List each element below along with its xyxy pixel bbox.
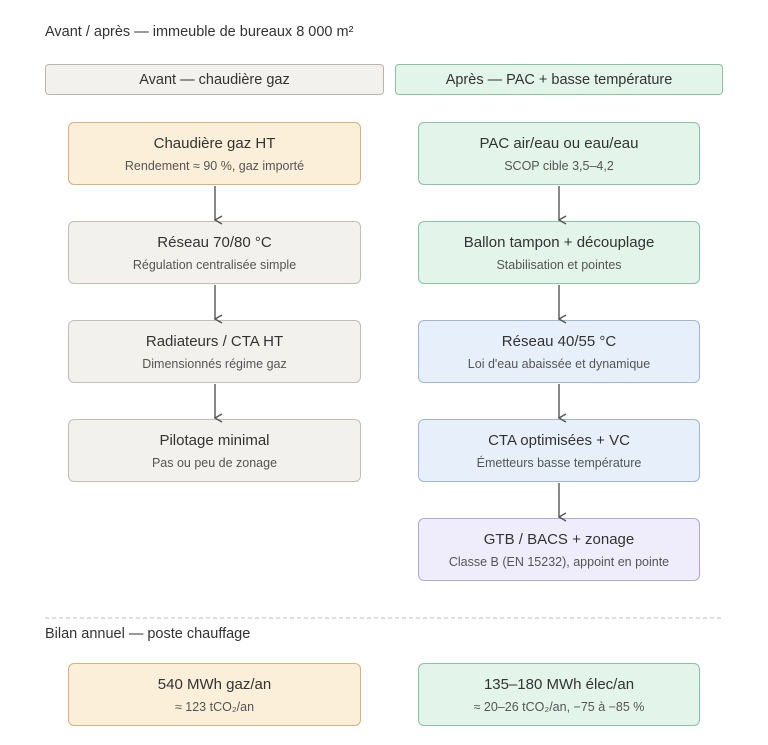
step-title: Radiateurs / CTA HT <box>145 332 284 350</box>
step-optimized-cta: CTA optimisées + VC Émetteurs basse temp… <box>418 419 700 482</box>
step-title: Réseau 70/80 °C <box>157 233 272 251</box>
step-subtitle: Stabilisation et pointes <box>496 257 622 272</box>
summary-value: 540 MWh gaz/an <box>157 675 272 693</box>
summary-title: Bilan annuel — poste chauffage <box>45 626 251 642</box>
step-buffer-tank: Ballon tampon + découplage Stabilisation… <box>418 221 700 284</box>
step-gtb-bacs: GTB / BACS + zonage Classe B (EN 15232),… <box>418 518 700 581</box>
step-subtitle: Loi d'eau abaissée et dynamique <box>467 356 651 371</box>
step-radiators-cta-ht: Radiateurs / CTA HT Dimensionnés régime … <box>68 320 361 383</box>
step-title: PAC air/eau ou eau/eau <box>479 134 639 152</box>
step-title: GTB / BACS + zonage <box>483 530 635 548</box>
summary-detail: ≈ 123 tCO₂/an <box>174 699 255 714</box>
step-subtitle: Émetteurs basse température <box>476 455 642 470</box>
step-subtitle: Rendement ≈ 90 %, gaz importé <box>124 158 305 173</box>
step-network-40-55: Réseau 40/55 °C Loi d'eau abaissée et dy… <box>418 320 700 383</box>
step-subtitle: Pas ou peu de zonage <box>151 455 278 470</box>
step-title: Réseau 40/55 °C <box>501 332 617 350</box>
column-header-before: Avant — chaudière gaz <box>45 64 384 95</box>
step-minimal-control: Pilotage minimal Pas ou peu de zonage <box>68 419 361 482</box>
summary-before: 540 MWh gaz/an ≈ 123 tCO₂/an <box>68 663 361 726</box>
step-title: CTA optimisées + VC <box>488 431 630 449</box>
step-gas-boiler: Chaudière gaz HT Rendement ≈ 90 %, gaz i… <box>68 122 361 185</box>
step-subtitle: SCOP cible 3,5–4,2 <box>504 158 614 173</box>
step-subtitle: Dimensionnés régime gaz <box>142 356 287 371</box>
step-title: Ballon tampon + découplage <box>463 233 655 251</box>
step-subtitle: Classe B (EN 15232), appoint en pointe <box>448 554 670 569</box>
step-title: Chaudière gaz HT <box>153 134 276 152</box>
column-header-after: Après — PAC + basse température <box>395 64 723 95</box>
step-network-70-80: Réseau 70/80 °C Régulation centralisée s… <box>68 221 361 284</box>
diagram-title: Avant / après — immeuble de bureaux 8 00… <box>45 24 354 40</box>
summary-detail: ≈ 20–26 tCO₂/an, −75 à −85 % <box>473 699 645 714</box>
step-heat-pump: PAC air/eau ou eau/eau SCOP cible 3,5–4,… <box>418 122 700 185</box>
step-subtitle: Régulation centralisée simple <box>132 257 297 272</box>
step-title: Pilotage minimal <box>159 431 270 449</box>
summary-value: 135–180 MWh élec/an <box>483 675 635 693</box>
summary-after: 135–180 MWh élec/an ≈ 20–26 tCO₂/an, −75… <box>418 663 700 726</box>
